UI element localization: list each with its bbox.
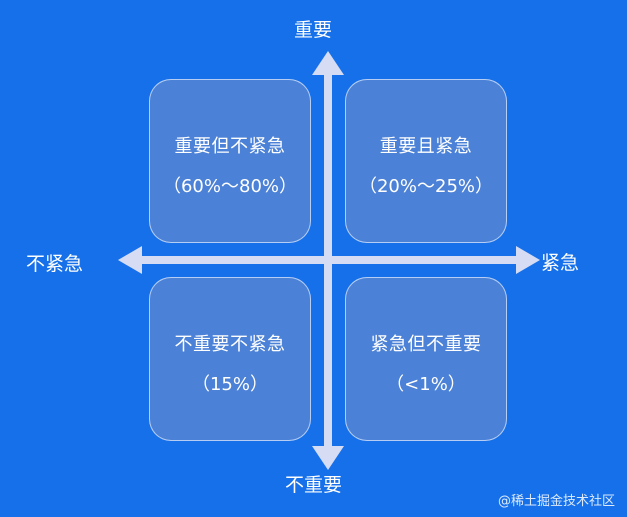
quadrant-percent: （<1%） [386, 374, 466, 395]
arrow-down-icon [312, 446, 344, 470]
arrow-up-icon [312, 51, 344, 75]
horizontal-axis-line [138, 256, 520, 264]
quadrant-percent: （60%～80%） [162, 176, 297, 197]
axis-label-not-important: 不重要 [285, 474, 343, 496]
arrow-left-icon [118, 246, 142, 274]
quadrant-title: 重要但不紧急 [174, 136, 286, 157]
quadrant-title: 不重要不紧急 [174, 334, 286, 355]
quadrant-important-not-urgent: 重要但不紧急 （60%～80%） [149, 79, 311, 243]
axis-label-urgent: 紧急 [541, 252, 580, 274]
axis-label-not-urgent: 不紧急 [26, 253, 84, 275]
quadrant-urgent-not-important: 紧急但不重要 （<1%） [345, 277, 507, 441]
quadrant-title: 紧急但不重要 [370, 334, 482, 355]
quadrant-title: 重要且紧急 [379, 136, 473, 157]
quadrant-important-urgent: 重要且紧急 （20%～25%） [345, 79, 507, 243]
watermark: @稀土掘金技术社区 [497, 494, 615, 509]
quadrant-percent: （20%～25%） [358, 176, 493, 197]
quadrant-not-important-not-urgent: 不重要不紧急 （15%） [149, 277, 311, 441]
axis-label-important: 重要 [294, 19, 333, 41]
quadrant-percent: （15%） [191, 374, 268, 395]
arrow-right-icon [516, 246, 540, 274]
